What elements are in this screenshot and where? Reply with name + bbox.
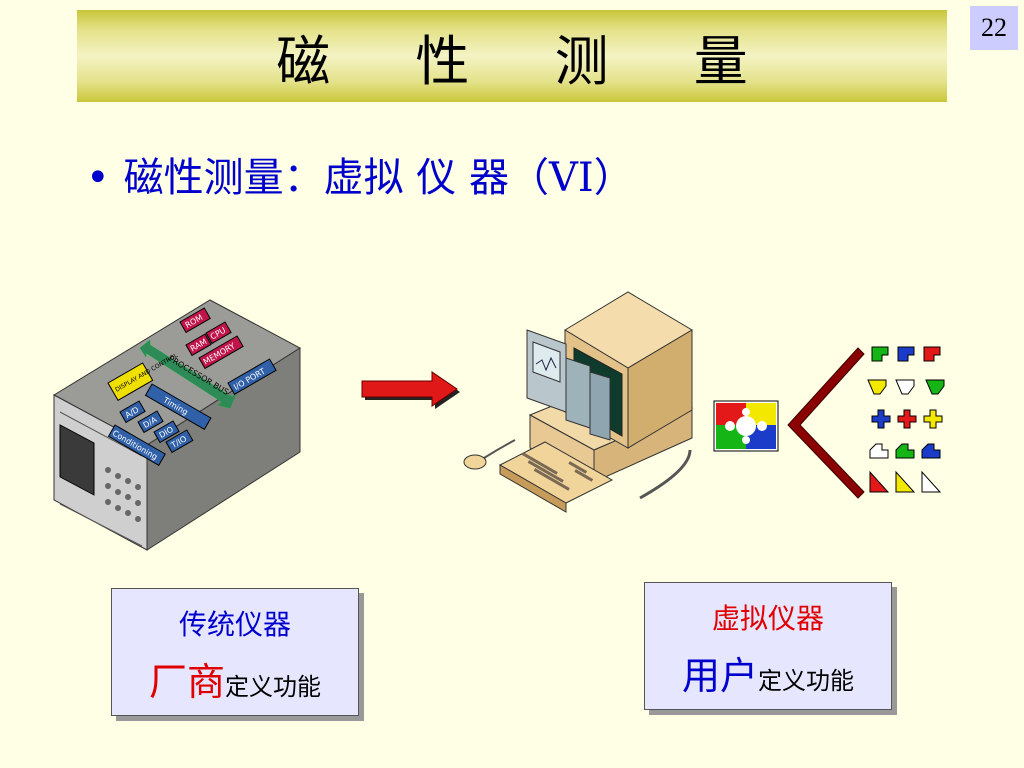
traditional-suffix: 定义功能 bbox=[225, 673, 321, 701]
bullet-dot-icon: • bbox=[86, 155, 110, 201]
virtual-suffix: 定义功能 bbox=[758, 667, 854, 695]
virtual-desc: 用户定义功能 bbox=[645, 645, 891, 700]
computer-illustration bbox=[463, 291, 694, 513]
bullet-text: 磁性测量：虚拟 仪 器（VI） bbox=[123, 155, 634, 201]
page-number: 22 bbox=[970, 6, 1018, 50]
traditional-desc: 厂商定义功能 bbox=[112, 651, 358, 706]
right-arrow-icon bbox=[361, 371, 460, 409]
virtual-title: 虚拟仪器 bbox=[711, 602, 824, 635]
puzzle-pieces-icon bbox=[867, 346, 945, 493]
traditional-owner: 厂商 bbox=[148, 660, 225, 704]
bullet-item: • 磁性测量：虚拟 仪 器（VI） bbox=[86, 145, 634, 203]
virtual-instrument-box: 虚拟仪器 用户定义功能 bbox=[644, 582, 892, 710]
traditional-title: 传统仪器 bbox=[178, 608, 291, 641]
title-bar: 磁 性 测 量 bbox=[77, 10, 947, 102]
virtual-owner: 用户 bbox=[681, 654, 758, 698]
slide-title: 磁 性 测 量 bbox=[276, 29, 782, 93]
traditional-instrument: PROCESSOR BUS ROM RAM CPU MEMORY DISPLAY… bbox=[52, 299, 301, 551]
puzzle-assembled-icon bbox=[713, 400, 779, 452]
traditional-instrument-box: 传统仪器 厂商定义功能 bbox=[111, 588, 359, 716]
left-chevron-icon bbox=[787, 347, 865, 499]
